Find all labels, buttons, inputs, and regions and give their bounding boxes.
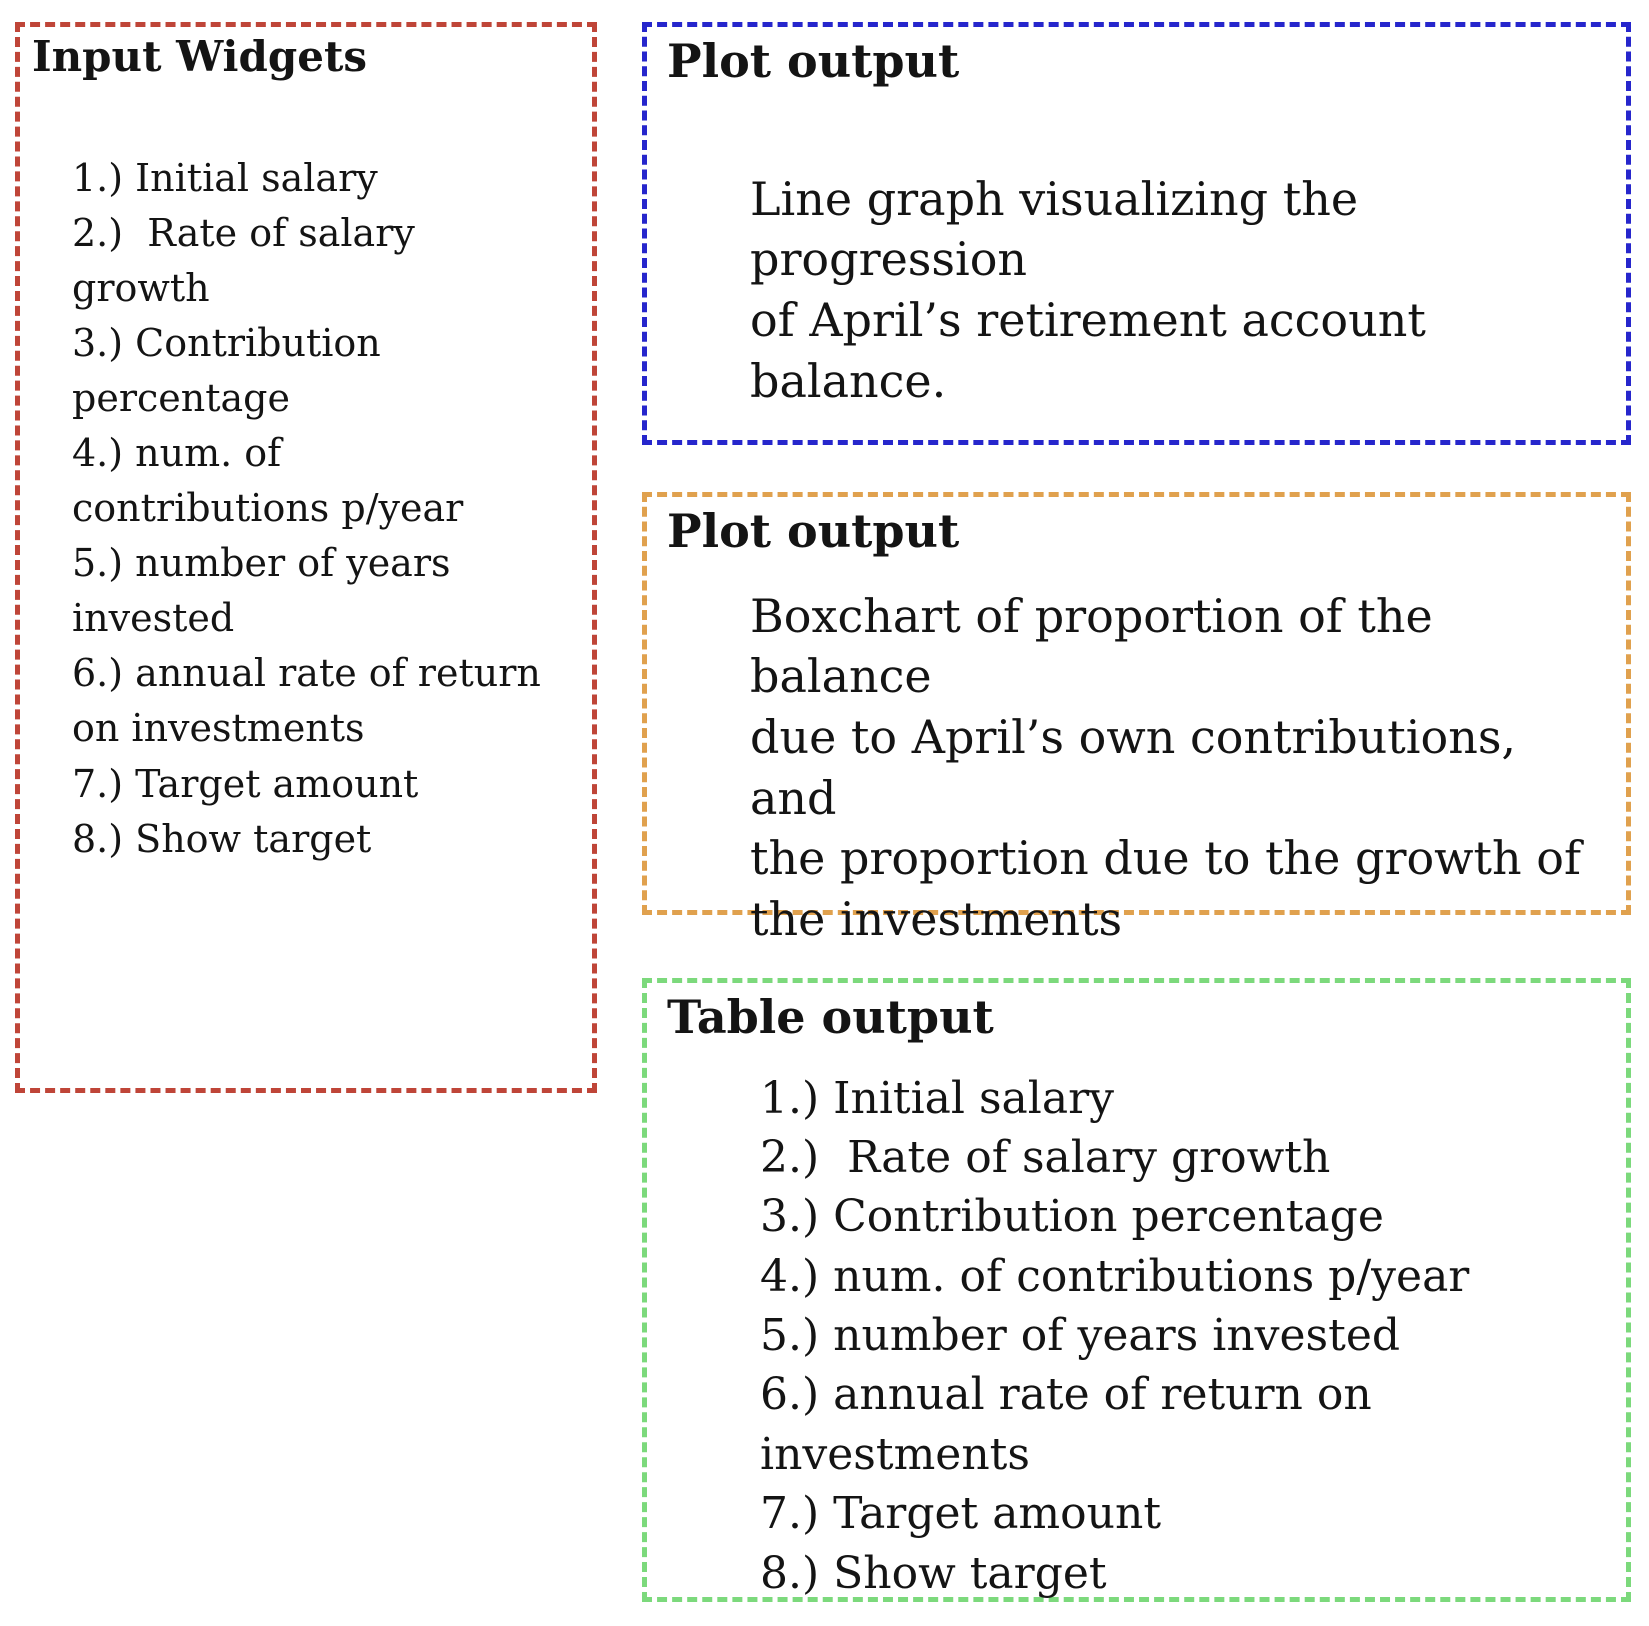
table-output-panel: Table output 1.) Initial salary 2.) Rate… <box>642 978 1631 1602</box>
list-item-contributions-per-year: 4.) num. of contributions p/year <box>760 1250 1470 1302</box>
list-item-salary-growth-rate: 2.) Rate of salary growth <box>72 210 415 310</box>
list-item-contribution-pct: 3.) Contribution percentage <box>760 1191 1384 1243</box>
list-item-contributions-per-year: 4.) num. of contributions p/year <box>72 430 464 531</box>
list-item-show-target: 8.) Show target <box>72 816 372 861</box>
list-item-salary-growth-rate: 2.) Rate of salary growth <box>760 1131 1331 1183</box>
line-plot-output-title: Plot output <box>667 34 960 88</box>
list-item-years-invested: 5.) number of years invested <box>760 1310 1401 1362</box>
box-plot-output-description: Boxchart of proportion of the balance du… <box>750 588 1581 947</box>
box-plot-output-title: Plot output <box>667 504 960 558</box>
list-item-contribution-pct: 3.) Contribution percentage <box>72 320 381 420</box>
list-item-initial-salary: 1.) Initial salary <box>72 155 378 200</box>
line-plot-output-panel: Plot output Line graph visualizing the p… <box>642 22 1631 445</box>
input-widgets-list: 1.) Initial salary 2.) Rate of salary gr… <box>32 151 580 867</box>
list-item-initial-salary: 1.) Initial salary <box>760 1072 1114 1124</box>
list-item-show-target: 8.) Show target <box>760 1547 1107 1599</box>
list-item-target-amount: 7.) Target amount <box>760 1488 1162 1540</box>
list-item-rate-of-return: 6.) annual rate of return on investments <box>760 1369 1386 1480</box>
box-plot-output-panel: Plot output Boxchart of proportion of th… <box>642 492 1631 946</box>
input-widgets-title: Input Widgets <box>32 32 367 81</box>
list-item-years-invested: 5.) number of years invested <box>72 541 451 641</box>
input-widgets-panel: Input Widgets 1.) Initial salary 2.) Rat… <box>15 22 597 1093</box>
table-output-title: Table output <box>667 990 994 1044</box>
list-item-rate-of-return: 6.) annual rate of return on investments <box>72 651 541 751</box>
line-plot-output-description: Line graph visualizing the progression o… <box>750 171 1426 408</box>
table-output-list: 1.) Initial salary 2.) Rate of salary gr… <box>667 1069 1606 1604</box>
list-item-target-amount: 7.) Target amount <box>72 761 419 806</box>
